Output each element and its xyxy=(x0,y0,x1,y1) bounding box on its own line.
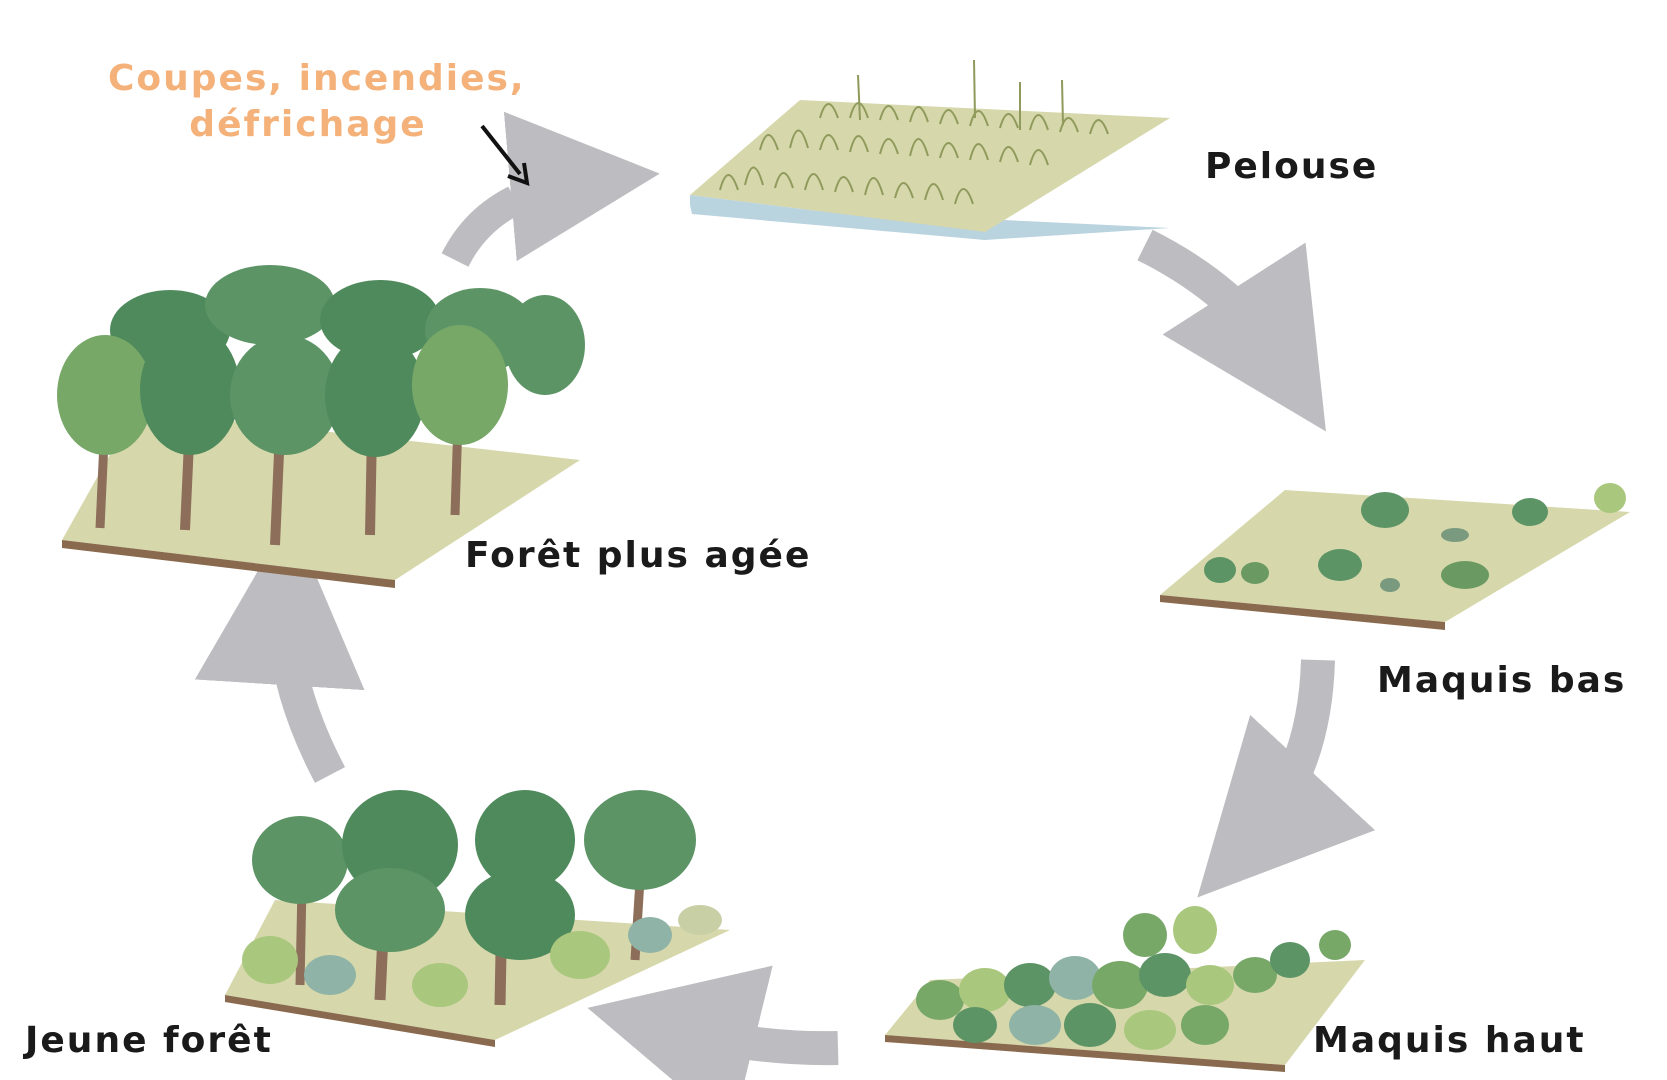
stage-label-maquis-bas: Maquis bas xyxy=(1377,660,1627,701)
pelouse-illustration xyxy=(690,59,1170,240)
cycle-arrows xyxy=(194,111,1376,1080)
stage-label-maquis-haut: Maquis haut xyxy=(1313,1020,1586,1061)
maquis-bas-illustration xyxy=(1160,483,1630,630)
disturbance-line-2: défrichage xyxy=(189,104,427,145)
cycle-arrow-icon xyxy=(194,515,365,783)
stage-label-pelouse: Pelouse xyxy=(1205,146,1379,187)
grass-icon xyxy=(719,59,1109,205)
disturbance-label: Coupes, incendies, défrichage xyxy=(108,56,526,148)
disturbance-arrow-icon xyxy=(480,124,530,187)
cycle-arrow-icon xyxy=(441,186,523,268)
tree-icon xyxy=(242,790,722,1007)
shrub-icon xyxy=(1204,483,1626,592)
cycle-arrow-icon xyxy=(1197,659,1376,898)
cycle-arrow-icon xyxy=(503,111,660,262)
cycle-arrow-icon xyxy=(587,965,839,1080)
maquis-haut-illustration xyxy=(885,906,1365,1072)
stage-label-jeune-foret: Jeune forêt xyxy=(25,1020,273,1061)
tree-icon xyxy=(57,265,585,546)
jeune-foret-illustration xyxy=(225,790,730,1047)
disturbance-line-1: Coupes, incendies, xyxy=(108,58,526,99)
shrub-icon xyxy=(916,906,1351,1050)
cycle-arrow-icon xyxy=(1137,229,1326,432)
foret-agee-illustration xyxy=(57,265,585,588)
stage-label-foret-agee: Forêt plus agée xyxy=(465,535,812,576)
